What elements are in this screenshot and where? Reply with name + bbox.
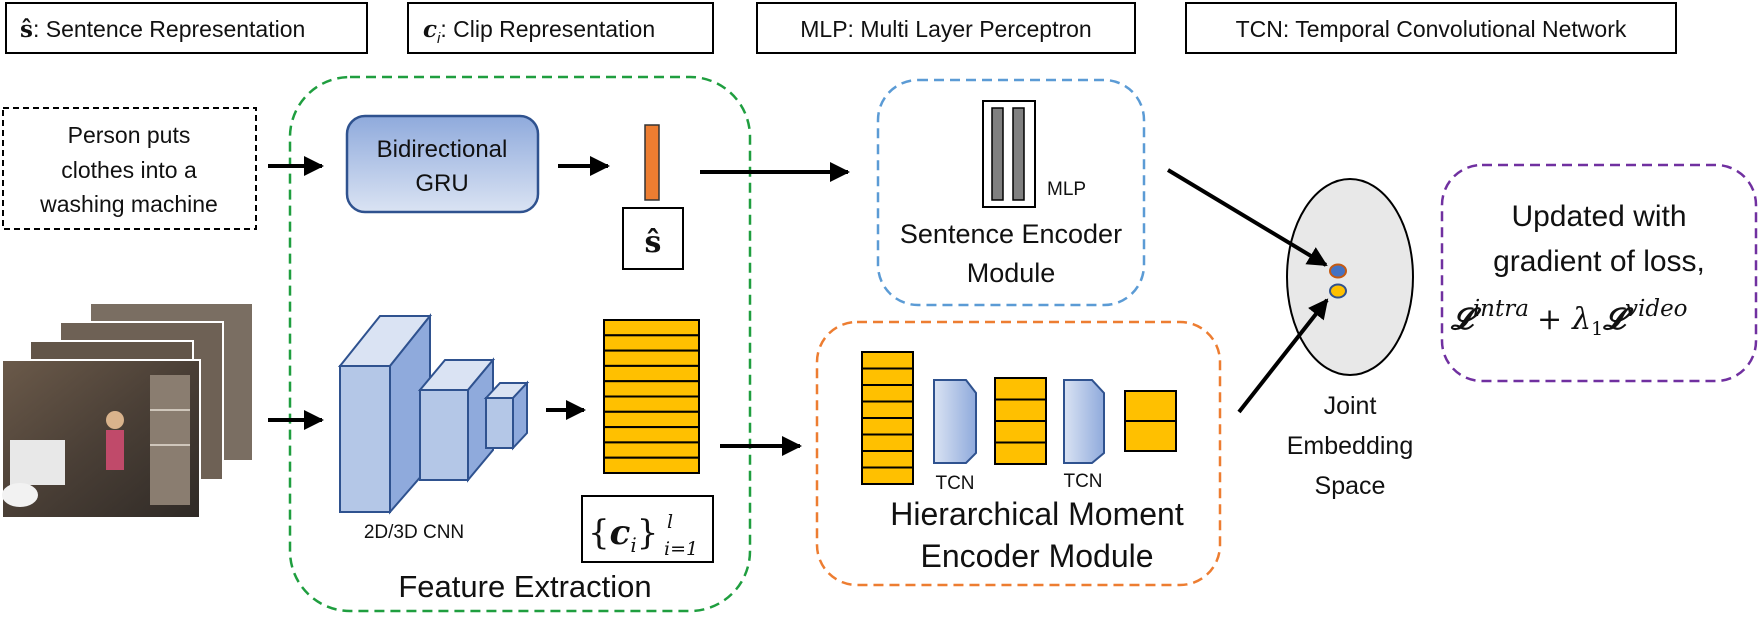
clip-cell — [603, 364, 700, 383]
legend-mlp-text: MLP: Multi Layer Perceptron — [800, 16, 1091, 42]
clip-stack — [603, 319, 700, 475]
cnn-label: 2D/3D CNN — [364, 522, 464, 543]
s-hat-box: ŝ — [622, 207, 684, 270]
cnn-block — [337, 313, 530, 515]
tcn-label-1: TCN — [935, 473, 974, 494]
input-sentence-line-3: washing machine — [39, 191, 218, 217]
clip-cell — [603, 349, 700, 367]
level-3-cell — [1124, 420, 1177, 452]
legend-clip-representation: ci: Clip Representation — [407, 2, 714, 54]
legend-sentence-representation: ŝ: Sentence Representation — [5, 2, 368, 54]
clip-cell — [603, 410, 700, 429]
mlp-block — [982, 100, 1036, 208]
clip-cell — [603, 395, 700, 413]
input-sentence-line-1: Person puts — [68, 122, 191, 148]
tcn-block-1 — [933, 379, 977, 464]
arrows — [268, 156, 1329, 456]
loss-plus: + — [1537, 302, 1562, 337]
c-subscript: i — [437, 30, 441, 47]
level-2-cell — [994, 420, 1047, 444]
level-1-cell — [861, 450, 914, 469]
level-1-cell — [861, 466, 914, 485]
feature-extraction-region — [288, 75, 752, 613]
sentence-embedding-dot — [1329, 263, 1347, 279]
hierarchical-encoder-label-line-1: Hierarchical Moment — [890, 496, 1184, 532]
tcn-label-2: TCN — [1063, 471, 1102, 492]
hierarchical-stack-level-1 — [861, 351, 914, 485]
gru-label-line-1: Bidirectional — [377, 136, 508, 163]
legend-s-hat-text: : Sentence Representation — [33, 16, 305, 42]
clip-cell — [603, 334, 700, 352]
joint-space-label-line-3: Space — [1315, 472, 1386, 500]
level-1-cell — [861, 367, 914, 386]
level-1-cell — [861, 417, 914, 436]
level-2-cell — [994, 398, 1047, 422]
level-1-cell — [861, 400, 914, 419]
tcn-block-2 — [1063, 379, 1105, 464]
level-1-cell — [861, 433, 914, 452]
lambda-subscript: 1 — [1591, 318, 1603, 340]
update-line-2: gradient of loss, — [1493, 245, 1705, 278]
joint-space-label-line-2: Embedding — [1287, 432, 1413, 460]
clip-set-i: i — [630, 533, 636, 557]
s-hat-label: ŝ — [645, 225, 662, 260]
svg-text:{ci}: {ci} — [588, 513, 658, 557]
clip-cell — [603, 441, 700, 459]
input-sentence-box: Person puts clothes into a washing machi… — [2, 107, 257, 230]
moment-embedding-dot — [1329, 283, 1347, 299]
arrow-hierarchical-to-joint — [1237, 298, 1329, 414]
clip-cell — [603, 426, 700, 444]
update-line-1: Updated with — [1511, 200, 1686, 233]
video-frames — [1, 302, 254, 519]
clip-set-open-brace: { — [588, 513, 610, 553]
loss-expression: 𝓛intra+λ1𝓛video — [1450, 296, 1688, 340]
c-symbol: c — [423, 16, 437, 43]
loss-intra-superscript: intra — [1473, 296, 1529, 322]
clip-set-close-brace: } — [637, 513, 659, 553]
sentence-encoder-label-line-2: Module — [967, 258, 1056, 288]
hierarchical-encoder-region — [815, 320, 1222, 587]
update-region — [1440, 163, 1758, 383]
lambda-symbol: λ — [1571, 302, 1591, 337]
sentence-vector — [644, 124, 660, 201]
clip-set-box: {ci} l i=1 — [581, 495, 714, 563]
joint-embedding-ellipse — [1286, 178, 1414, 376]
level-1-cell — [861, 351, 914, 370]
level-3-cell — [1124, 390, 1177, 422]
bidirectional-gru-block: Bidirectional GRU — [345, 114, 540, 214]
hierarchical-stack-level-2 — [994, 377, 1047, 465]
input-sentence-line-2: clothes into a — [61, 157, 197, 183]
hierarchical-stack-level-3 — [1124, 390, 1177, 452]
s-hat-symbol: ŝ — [20, 16, 33, 43]
clip-cell — [603, 380, 700, 398]
legend-tcn: TCN: Temporal Convolutional Network — [1185, 2, 1677, 54]
mlp-label: MLP — [1047, 179, 1086, 200]
arrow-sentence-encoder-to-joint — [1166, 168, 1328, 267]
level-2-cell — [994, 377, 1047, 401]
svg-text:ŝ: Sentence Representation: ŝ: Sentence Representation — [20, 16, 305, 43]
level-2-cell — [994, 441, 1047, 465]
level-1-cell — [861, 384, 914, 403]
clip-set-c: c — [610, 513, 631, 553]
sentence-encoder-region — [876, 78, 1146, 307]
legend-c-text: : Clip Representation — [440, 16, 655, 42]
legend-tcn-text: TCN: Temporal Convolutional Network — [1236, 16, 1627, 42]
feature-extraction-label: Feature Extraction — [398, 569, 651, 604]
joint-space-label-line-1: Joint — [1324, 392, 1377, 420]
hierarchical-encoder-label-line-2: Encoder Module — [920, 538, 1153, 574]
svg-text:ci: Clip Representation: ci: Clip Representation — [423, 16, 655, 47]
clip-set-subscript: i=1 — [664, 538, 698, 560]
clip-cell — [603, 456, 700, 475]
clip-set-superscript: l — [667, 511, 673, 533]
sentence-encoder-label-line-1: Sentence Encoder — [900, 219, 1122, 249]
legend-mlp: MLP: Multi Layer Perceptron — [756, 2, 1136, 54]
clip-cell — [603, 319, 700, 337]
loss-video-superscript: video — [1625, 296, 1688, 322]
gru-label-line-2: GRU — [415, 170, 468, 197]
